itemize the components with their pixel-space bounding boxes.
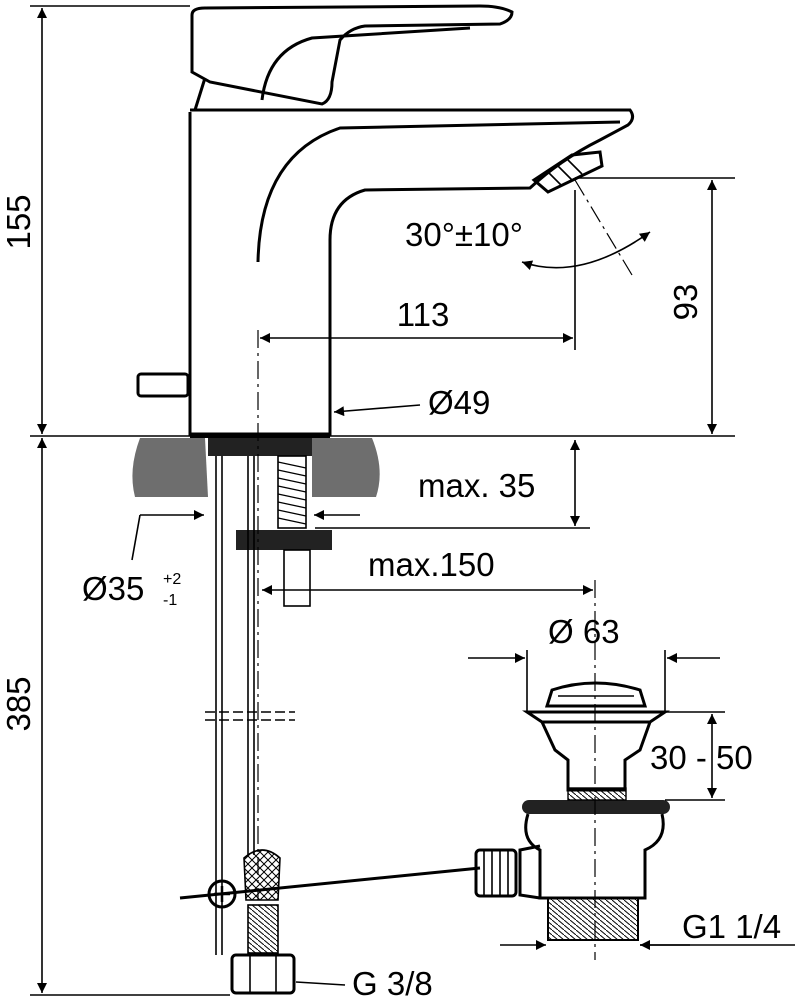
dim-hole-tol-plus: +2	[163, 571, 181, 588]
dim-body-diameter: Ø49	[428, 384, 490, 421]
deck	[30, 435, 735, 497]
dimension-labels: 155 385 93 113 30°±10° Ø49 max. 35 Ø35 +…	[0, 194, 781, 1000]
dim-113: 113	[397, 296, 450, 333]
dim-plug-lift: 30 - 50	[650, 739, 753, 776]
mixer-body	[136, 4, 635, 438]
dim-deck-thickness: max. 35	[418, 467, 535, 504]
dim-spray-angle: 30°±10°	[405, 216, 523, 253]
dimension-lines	[30, 5, 795, 996]
dim-supply-thread: G 3/8	[352, 965, 433, 1000]
dim-155: 155	[0, 194, 37, 249]
under-deck-fittings	[179, 438, 481, 995]
center-lines	[257, 179, 633, 960]
dim-385: 385	[0, 676, 37, 731]
dim-93: 93	[667, 284, 704, 321]
dim-hole-tol-minus: -1	[163, 592, 177, 609]
dim-pullrod-distance: max.150	[368, 546, 495, 583]
dim-hole-diameter: Ø35	[82, 570, 144, 607]
dim-waste-thread: G1 1/4	[682, 908, 781, 945]
waste-assembly	[474, 681, 670, 941]
dim-waste-diameter: Ø 63	[548, 613, 620, 650]
